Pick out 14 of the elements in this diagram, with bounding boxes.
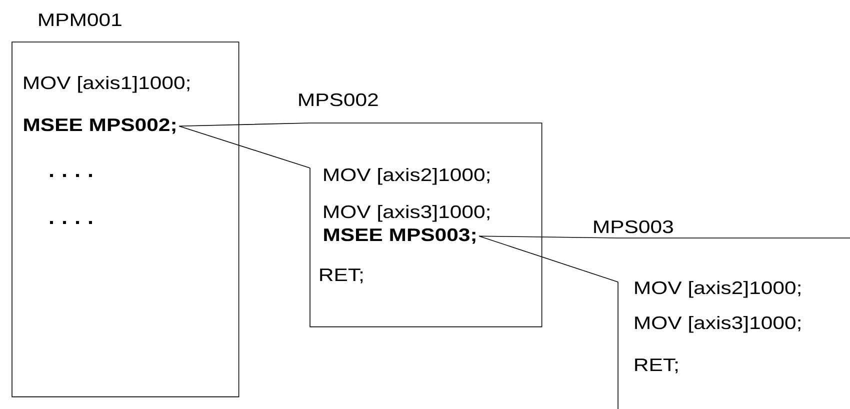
callout-pointer	[178, 122, 310, 168]
code-line: MOV [axis3]1000;	[635, 316, 800, 333]
code-line: MOV [axis2]1000;	[635, 280, 800, 298]
code-line: MSEE MPS003;	[324, 228, 476, 244]
code-line: RET;	[635, 358, 678, 374]
code-line: MOV [axis3]1000;	[324, 204, 490, 222]
code-line: MSEE MPS002;	[24, 118, 176, 134]
program-name: MPS002	[299, 93, 378, 106]
code-line: MOV [axis2]1000;	[324, 168, 490, 185]
program-name: MPS003	[594, 220, 673, 234]
program-name: MPM001	[39, 13, 122, 26]
code-line: MOV [axis1]1000;	[24, 76, 190, 93]
callout-pointer	[478, 236, 618, 282]
code-line: RET;	[320, 268, 363, 284]
